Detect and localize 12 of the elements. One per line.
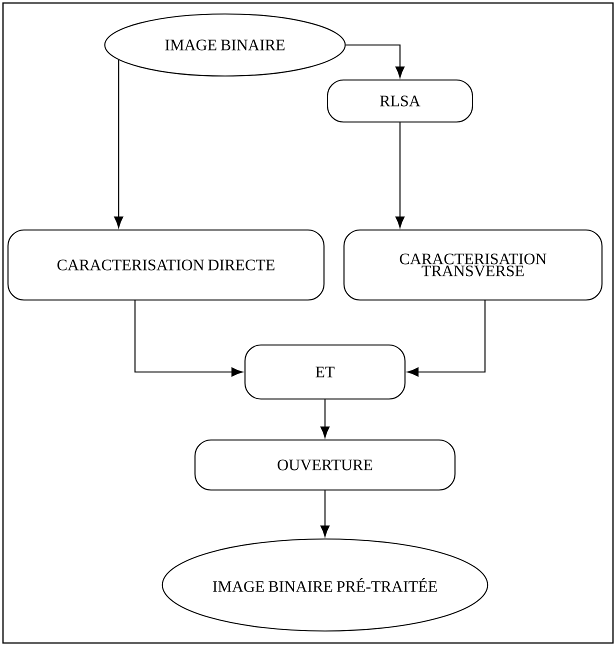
- arrow: [320, 490, 330, 537]
- process-box: CARACTERISATION DIRECTE: [7, 229, 325, 301]
- arrow: [320, 400, 330, 438]
- arrow: [346, 44, 405, 78]
- process-box: OUVERTURE: [194, 439, 456, 491]
- process-box: ET: [244, 344, 406, 400]
- arrow: [134, 300, 243, 377]
- arrow: [395, 122, 405, 228]
- arrow: [407, 300, 486, 377]
- arrow: [114, 60, 124, 228]
- process-box: RLSA: [326, 79, 474, 123]
- process-box: CARACTERISATION TRANSVERSE: [343, 229, 603, 301]
